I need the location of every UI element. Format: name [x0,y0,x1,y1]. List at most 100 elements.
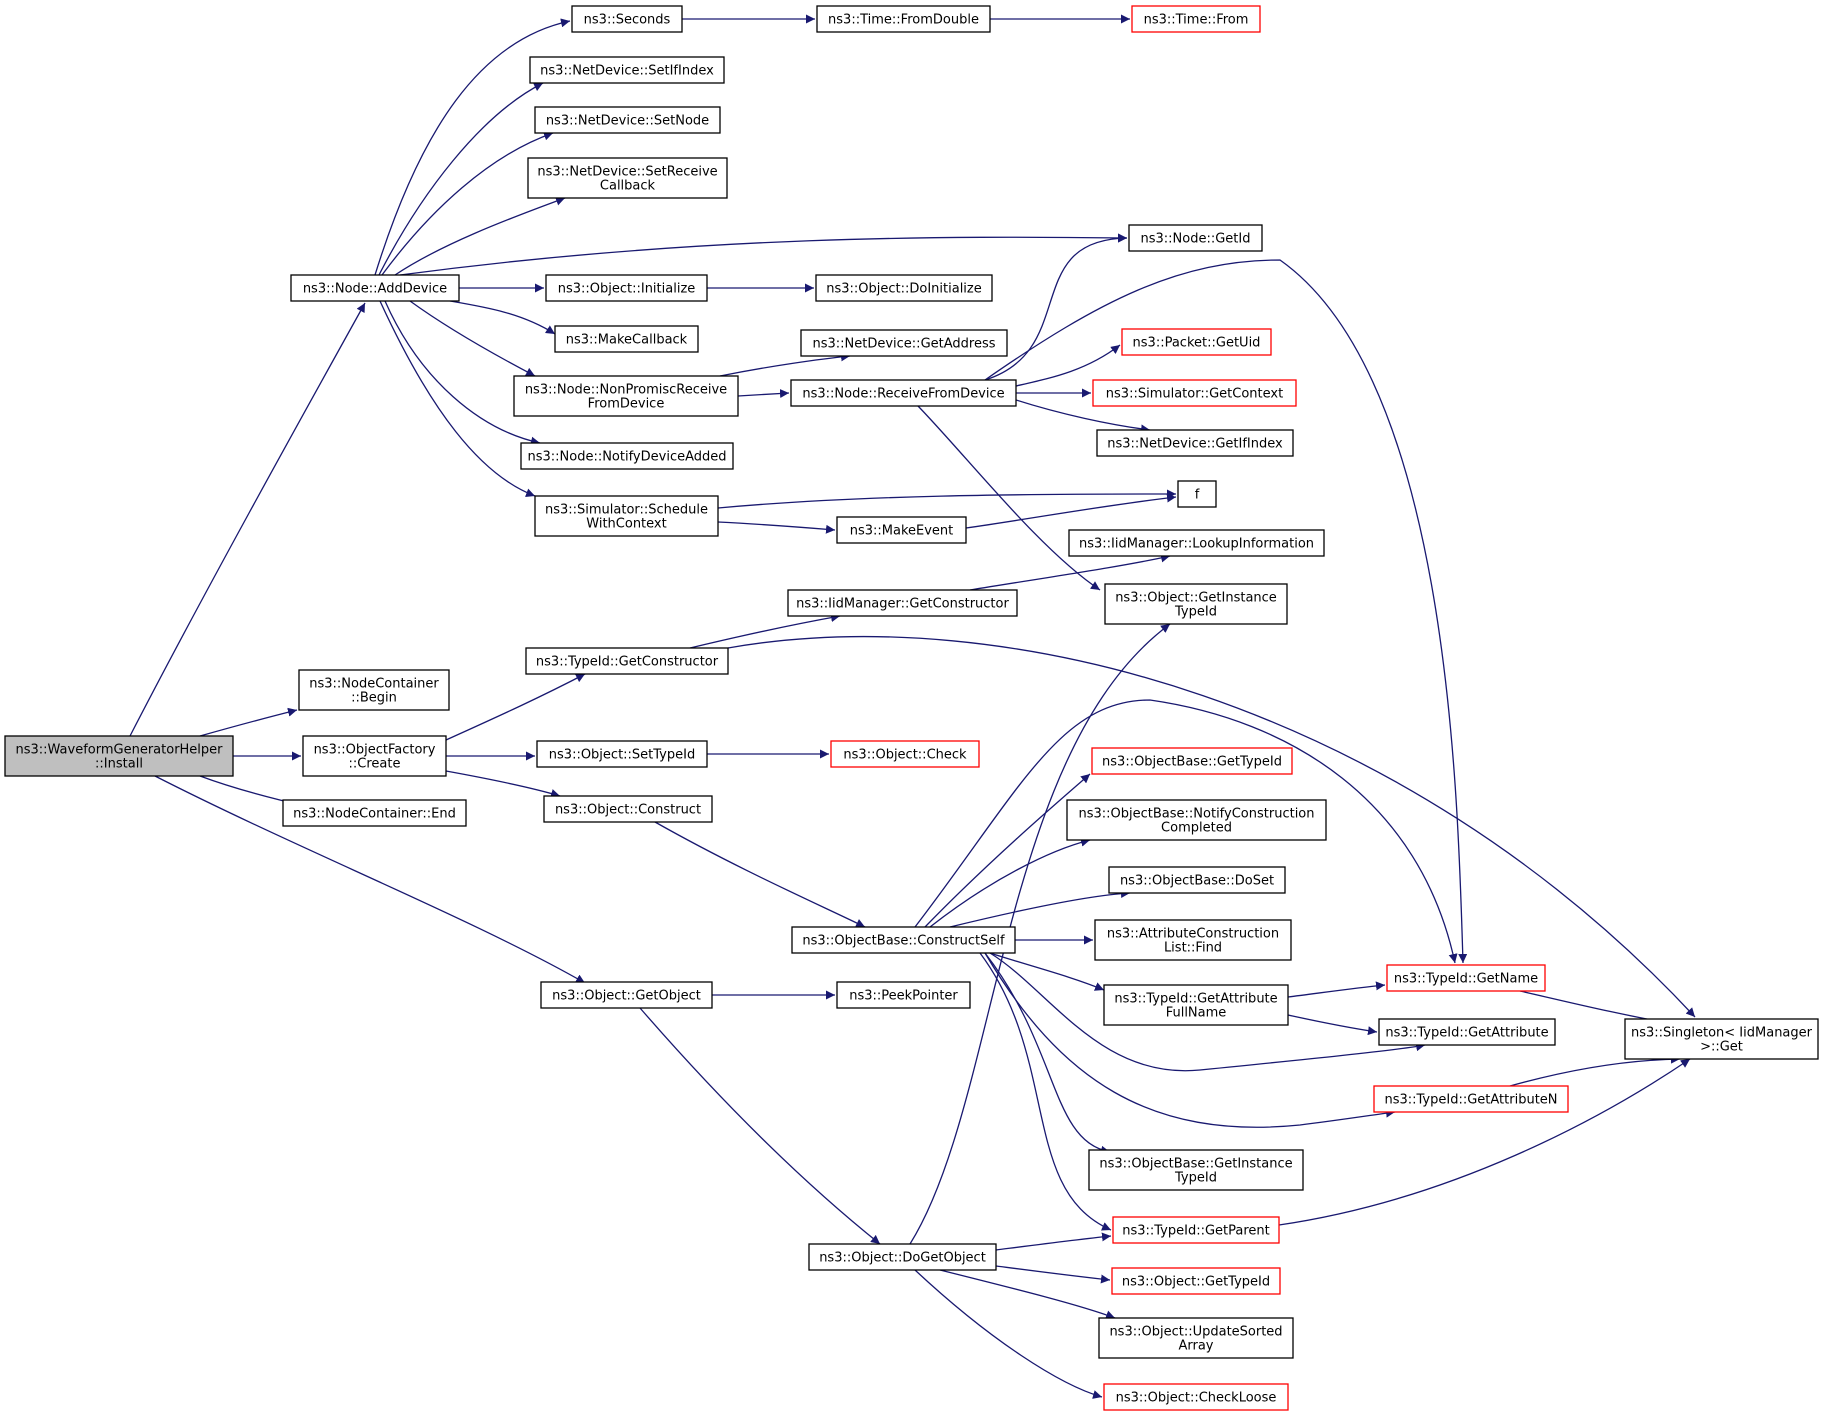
node-box[interactable] [1091,747,1293,775]
node-box[interactable] [1112,1216,1280,1244]
node-checkLoose[interactable]: ns3::Object::CheckLoose [1103,1383,1289,1411]
node-box[interactable] [800,329,1008,357]
node-box[interactable] [1068,529,1325,557]
node-box[interactable] [1103,984,1289,1026]
node-box[interactable] [830,740,980,768]
node-box[interactable] [554,325,699,353]
node-box[interactable] [543,795,713,823]
node-box[interactable] [571,5,683,33]
node-constructSelf[interactable]: ns3::ObjectBase::ConstructSelf [791,926,1016,954]
node-install[interactable]: ns3::WaveformGeneratorHelper::Install [4,735,234,777]
node-setTypeId[interactable]: ns3::Object::SetTypeId [536,740,708,768]
node-tidGetName[interactable]: ns3::TypeId::GetName [1386,964,1546,992]
node-box[interactable] [529,56,725,84]
node-objCheck[interactable]: ns3::Object::Check [830,740,980,768]
node-box[interactable] [534,495,719,537]
node-box[interactable] [1094,919,1292,961]
node-box[interactable] [808,1243,997,1271]
node-objConstruct[interactable]: ns3::Object::Construct [543,795,713,823]
node-box[interactable] [282,799,467,827]
node-box[interactable] [1092,379,1297,407]
node-peekPointer[interactable]: ns3::PeekPointer [836,981,971,1009]
node-box[interactable] [836,981,971,1009]
node-nodeGetId[interactable]: ns3::Node::GetId [1128,224,1263,252]
node-makeCallback[interactable]: ns3::MakeCallback [554,325,699,353]
node-simCtx[interactable]: ns3::Simulator::GetContext [1092,379,1297,407]
node-box[interactable] [1121,328,1272,356]
node-box[interactable] [816,5,991,33]
node-recvFromDev[interactable]: ns3::Node::ReceiveFromDevice [790,379,1017,407]
node-box[interactable] [1096,429,1294,457]
node-box[interactable] [1131,5,1261,33]
node-box[interactable] [787,589,1018,617]
node-box[interactable] [527,157,728,199]
node-objGetObject[interactable]: ns3::Object::GetObject [540,981,713,1009]
node-box[interactable] [1386,964,1546,992]
node-box[interactable] [790,379,1017,407]
node-addDevice[interactable]: ns3::Node::AddDevice [290,274,460,302]
node-box[interactable] [513,375,739,417]
node-getAddress[interactable]: ns3::NetDevice::GetAddress [800,329,1008,357]
node-seconds[interactable]: ns3::Seconds [571,5,683,33]
node-box[interactable] [815,274,993,302]
node-obGetTypeId[interactable]: ns3::ObjectBase::GetTypeId [1091,747,1293,775]
node-timeFrom[interactable]: ns3::Time::From [1131,5,1261,33]
node-f[interactable]: f [1177,480,1217,508]
node-notifyAdded[interactable]: ns3::Node::NotifyDeviceAdded [520,442,734,470]
node-box[interactable] [836,516,967,544]
node-iidGetCtor[interactable]: ns3::IidManager::GetConstructor [787,589,1018,617]
node-ofCreate[interactable]: ns3::ObjectFactory::Create [302,735,447,777]
node-objGetTypeId[interactable]: ns3::Object::GetTypeId [1111,1267,1281,1295]
node-box[interactable] [1373,1085,1569,1113]
node-box[interactable] [536,740,708,768]
node-box[interactable] [791,926,1016,954]
node-box[interactable] [540,981,713,1009]
node-box[interactable] [4,735,234,777]
node-box[interactable] [290,274,460,302]
node-box[interactable] [1108,866,1286,894]
node-ncEnd[interactable]: ns3::NodeContainer::End [282,799,467,827]
node-box[interactable] [1624,1018,1819,1060]
node-box[interactable] [1103,1383,1289,1411]
node-getIfIndex[interactable]: ns3::NetDevice::GetIfIndex [1096,429,1294,457]
node-box[interactable] [1066,799,1327,841]
node-objInit[interactable]: ns3::Object::Initialize [545,274,708,302]
node-box[interactable] [1111,1267,1281,1295]
node-ncBegin[interactable]: ns3::NodeContainer::Begin [298,669,450,711]
node-box[interactable] [525,647,729,675]
node-box[interactable] [1128,224,1263,252]
node-box[interactable] [1104,583,1288,625]
node-obDoSet[interactable]: ns3::ObjectBase::DoSet [1108,866,1286,894]
node-box[interactable] [1088,1149,1304,1191]
node-box[interactable] [1098,1317,1294,1359]
node-notifyConstr[interactable]: ns3::ObjectBase::NotifyConstructionCompl… [1066,799,1327,841]
node-singletonGet[interactable]: ns3::Singleton< IidManager>::Get [1624,1018,1819,1060]
node-tidGetAttr[interactable]: ns3::TypeId::GetAttribute [1378,1018,1556,1046]
node-makeEvent[interactable]: ns3::MakeEvent [836,516,967,544]
node-tidGetParent[interactable]: ns3::TypeId::GetParent [1112,1216,1280,1244]
node-tidGetCtor[interactable]: ns3::TypeId::GetConstructor [525,647,729,675]
node-tidGetAttrN[interactable]: ns3::TypeId::GetAttributeN [1373,1085,1569,1113]
node-doGetObject[interactable]: ns3::Object::DoGetObject [808,1243,997,1271]
node-setNode[interactable]: ns3::NetDevice::SetNode [534,106,721,134]
node-box[interactable] [302,735,447,777]
node-box[interactable] [534,106,721,134]
node-box[interactable] [1378,1018,1556,1046]
node-box[interactable] [298,669,450,711]
node-fromDouble[interactable]: ns3::Time::FromDouble [816,5,991,33]
node-box[interactable] [545,274,708,302]
node-packetUid[interactable]: ns3::Packet::GetUid [1121,328,1272,356]
node-box[interactable] [520,442,734,470]
node-lookupInfo[interactable]: ns3::IidManager::LookupInformation [1068,529,1325,557]
node-setIfIndex[interactable]: ns3::NetDevice::SetIfIndex [529,56,725,84]
node-box[interactable] [1177,480,1217,508]
node-objDoInit[interactable]: ns3::Object::DoInitialize [815,274,993,302]
